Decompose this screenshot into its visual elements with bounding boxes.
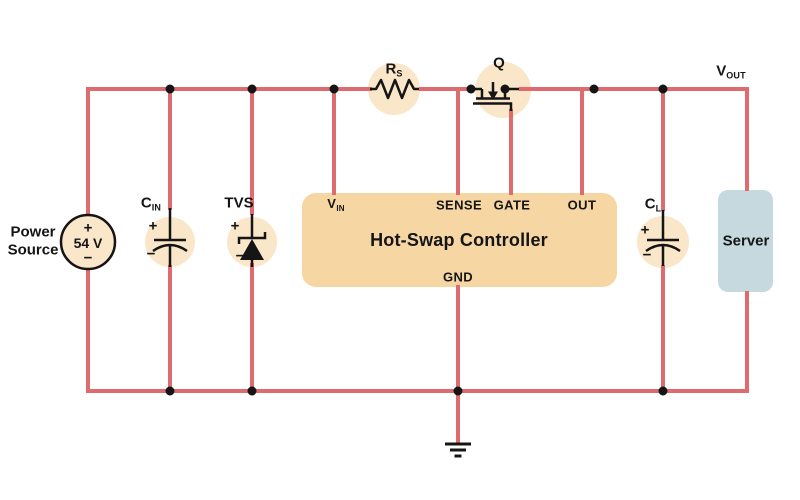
- controller-pin-out: OUT: [567, 197, 597, 213]
- cin-circle: [145, 217, 195, 267]
- power-source-minus-sign: −: [83, 249, 93, 267]
- vout-label-base: V: [716, 62, 727, 80]
- vout-label: VOUT: [716, 64, 746, 81]
- rs-circle: [368, 63, 420, 115]
- q-label: Q: [493, 54, 505, 72]
- power-source-voltage: 54 V: [73, 235, 103, 251]
- tvs-label: TVS: [224, 194, 254, 212]
- junction-dot: [165, 84, 175, 94]
- controller-pin-sense: SENSE: [435, 197, 483, 213]
- power-source-label-line1: Power: [10, 223, 56, 241]
- junction-dot: [589, 84, 599, 94]
- cin-capacitor-symbol: [152, 208, 188, 267]
- power-source-plus-sign: +: [83, 219, 93, 237]
- controller-pin-gnd: GND: [442, 269, 474, 285]
- controller-title: Hot-Swap Controller: [370, 230, 548, 250]
- junction-dot: [658, 386, 668, 396]
- power-source-label-line2: Source: [7, 241, 59, 259]
- cin-plus-sign: +: [148, 217, 158, 235]
- cl-minus-sign: −: [642, 246, 652, 264]
- cin-label-base: C: [140, 194, 152, 212]
- cl-label-sub: L: [655, 203, 662, 214]
- tvs-diode-symbol: [237, 214, 267, 267]
- controller-pin-gate: GATE: [493, 197, 531, 213]
- vin-pin-sub: IN: [336, 204, 345, 213]
- wires: [86, 87, 749, 444]
- junction-dot: [658, 84, 668, 94]
- power-source-circle: [59, 213, 117, 271]
- server-box: [718, 190, 773, 292]
- vout-label-sub: OUT: [726, 70, 746, 81]
- bottom-bus-wire: [86, 268, 749, 393]
- cl-label-base: C: [644, 195, 656, 213]
- top-bus-left-wire: [86, 87, 372, 216]
- hot-swap-controller-box: [302, 193, 617, 287]
- cl-plus-sign: +: [640, 221, 650, 239]
- vin-pin-base: V: [327, 196, 337, 211]
- junction-dot: [165, 386, 175, 396]
- tvs-triangle: [240, 239, 264, 260]
- junction-dot: [329, 84, 339, 94]
- junction-dot: [247, 84, 257, 94]
- ground-icon: [445, 442, 471, 458]
- rs-label: RS: [385, 62, 402, 79]
- server-label: Server: [722, 232, 770, 250]
- rs-label-sub: S: [396, 68, 403, 79]
- cl-circle: [637, 216, 689, 268]
- top-bus-right-wire: [519, 87, 749, 191]
- tvs-minus-sign: −: [235, 247, 245, 265]
- junction-dot: [247, 386, 257, 396]
- cin-minus-sign: −: [146, 245, 156, 263]
- resistor-symbol: [370, 78, 419, 100]
- cin-label: CIN: [141, 196, 161, 213]
- tvs-plus-sign: +: [230, 217, 240, 235]
- junction-dots: [165, 84, 668, 396]
- rs-label-base: R: [385, 60, 397, 78]
- mosfet-gate-plate: [473, 102, 513, 111]
- cin-label-sub: IN: [151, 202, 162, 213]
- tvs-cathode-bar: [237, 232, 267, 244]
- cl-capacitor-symbol: [645, 210, 681, 266]
- mosfet-arrow-head-icon: [488, 91, 498, 100]
- junction-dot: [500, 84, 510, 94]
- junction-dot: [466, 84, 476, 94]
- cl-label: CL: [645, 197, 662, 214]
- controller-pin-vin: VIN: [327, 197, 344, 213]
- junction-dot: [453, 386, 463, 396]
